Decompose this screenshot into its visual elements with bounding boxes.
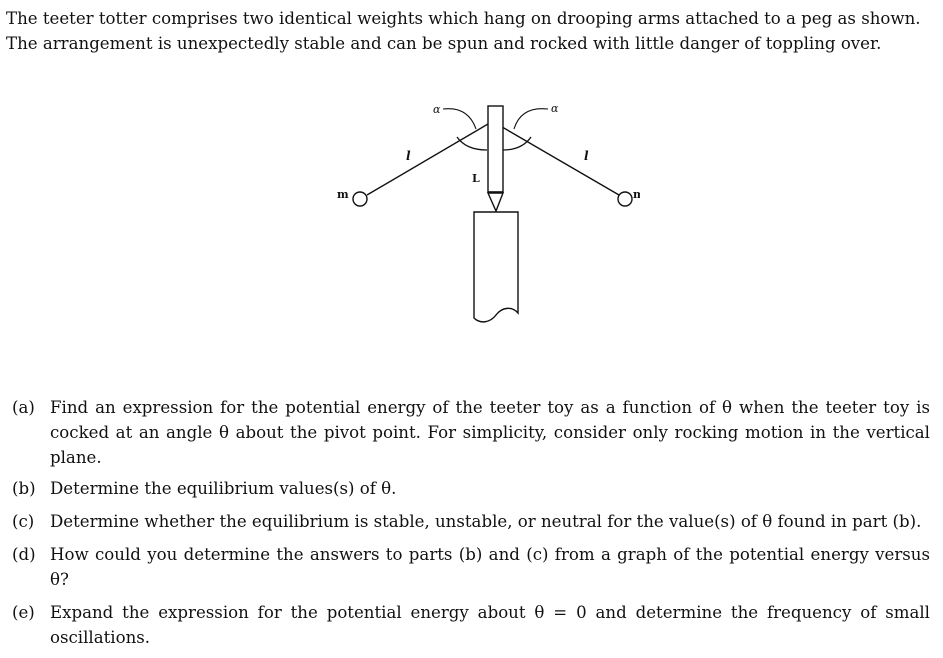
question-c: (c) Determine whether the equilibrium is… [12,509,930,534]
teeter-totter-diagram: α α l l L m m [337,102,640,323]
intro-line-1: The teeter totter comprises two identica… [6,9,921,28]
teeter-totter-figure: α α l l L m m [330,96,640,331]
right-arm [496,123,620,196]
question-b: (b) Determine the equilibrium values(s) … [12,476,930,501]
left-mass-label: m [337,188,349,201]
intro-line-2: The arrangement is unexpectedly stable a… [6,34,882,53]
left-angle-arc [456,136,488,151]
question-label: (d) [12,545,36,564]
right-mass [617,191,633,207]
alpha-right-label: α [551,102,559,115]
question-text: How could you determine the answers to p… [50,545,930,589]
left-mass [352,191,368,207]
right-angle-arc [502,136,532,151]
question-label: (a) [12,398,35,417]
pivot-tip [486,192,505,213]
right-alpha-leader [513,108,549,130]
peg-length-label: L [472,172,480,185]
stand [473,211,519,323]
question-text: Find an expression for the potential ene… [50,398,930,467]
question-label: (e) [12,603,35,622]
question-label: (c) [12,512,35,531]
right-arm-length-label: l [584,149,589,163]
question-text: Determine the equilibrium values(s) of θ… [50,479,397,498]
left-alpha-leader [442,108,477,130]
question-label: (b) [12,479,36,498]
question-list: (a) Find an expression for the potential… [12,395,930,658]
alpha-left-label: α [433,103,441,116]
left-arm-length-label: l [406,149,411,163]
peg [487,105,504,193]
question-text: Expand the expression for the potential … [50,603,930,647]
question-text: Determine whether the equilibrium is sta… [50,512,922,531]
left-arm [366,123,489,196]
question-a: (a) Find an expression for the potential… [12,395,930,470]
problem-intro: The teeter totter comprises two identica… [6,6,936,56]
question-e: (e) Expand the expression for the potent… [12,600,930,650]
question-d: (d) How could you determine the answers … [12,542,930,592]
right-mass-label: m [633,188,640,201]
